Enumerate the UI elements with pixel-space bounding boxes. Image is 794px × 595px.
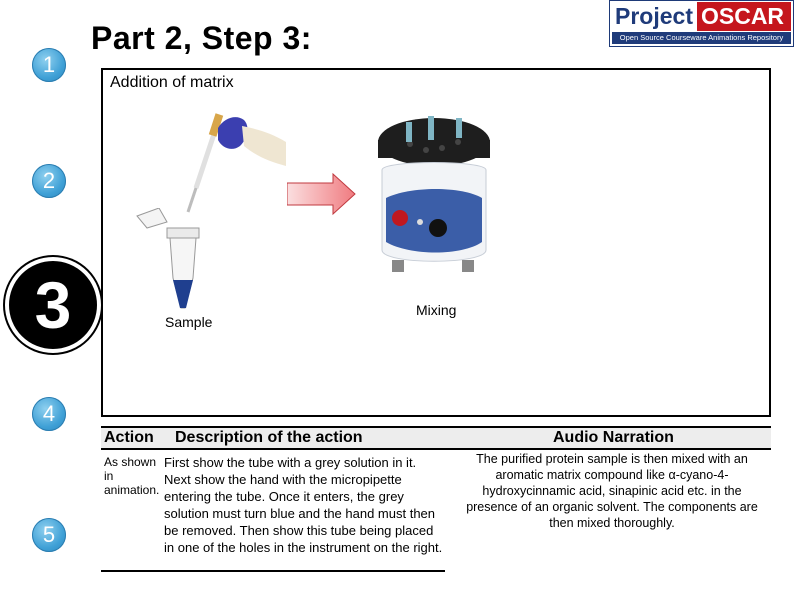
right-arrow-icon xyxy=(287,172,356,216)
step-3-label: 3 xyxy=(34,268,72,342)
step-1-circle[interactable]: 1 xyxy=(32,48,66,82)
step-4-label: 4 xyxy=(42,401,56,426)
project-oscar-logo: Project OSCAR Open Source Courseware Ani… xyxy=(609,0,794,47)
step-4-circle[interactable]: 4 xyxy=(32,397,66,431)
step-5-circle[interactable]: 5 xyxy=(32,518,66,552)
narration-cell: The purified protein sample is then mixe… xyxy=(466,452,758,530)
header-narration: Audio Narration xyxy=(553,429,674,446)
step-5-label: 5 xyxy=(42,522,56,547)
sample-label: Sample xyxy=(165,314,213,330)
header-action: Action xyxy=(104,429,154,446)
table-header-row xyxy=(101,426,771,450)
animation-panel xyxy=(101,68,771,417)
sample-tube-illustration xyxy=(136,208,200,309)
logo-project-text: Project xyxy=(615,3,693,29)
description-cell: First show the tube with a grey solution… xyxy=(164,455,443,555)
step-2-circle[interactable]: 2 xyxy=(32,164,66,198)
logo-oscar-text: OSCAR xyxy=(696,2,791,31)
table-bottom-divider xyxy=(101,570,445,572)
micropipette-hand-illustration xyxy=(186,113,286,213)
logo-tagline: Open Source Courseware Animations Reposi… xyxy=(612,32,791,44)
action-cell: As shown in animation. xyxy=(104,455,160,497)
step-2-label: 2 xyxy=(42,168,56,193)
panel-subtitle: Addition of matrix xyxy=(110,74,234,91)
mixing-label: Mixing xyxy=(416,302,457,318)
page-title: Part 2, Step 3: xyxy=(91,20,312,56)
step-3-circle-current[interactable]: 3 xyxy=(5,257,101,353)
step-1-label: 1 xyxy=(42,52,56,77)
vortex-mixer-illustration xyxy=(378,116,490,272)
header-description: Description of the action xyxy=(175,429,363,446)
